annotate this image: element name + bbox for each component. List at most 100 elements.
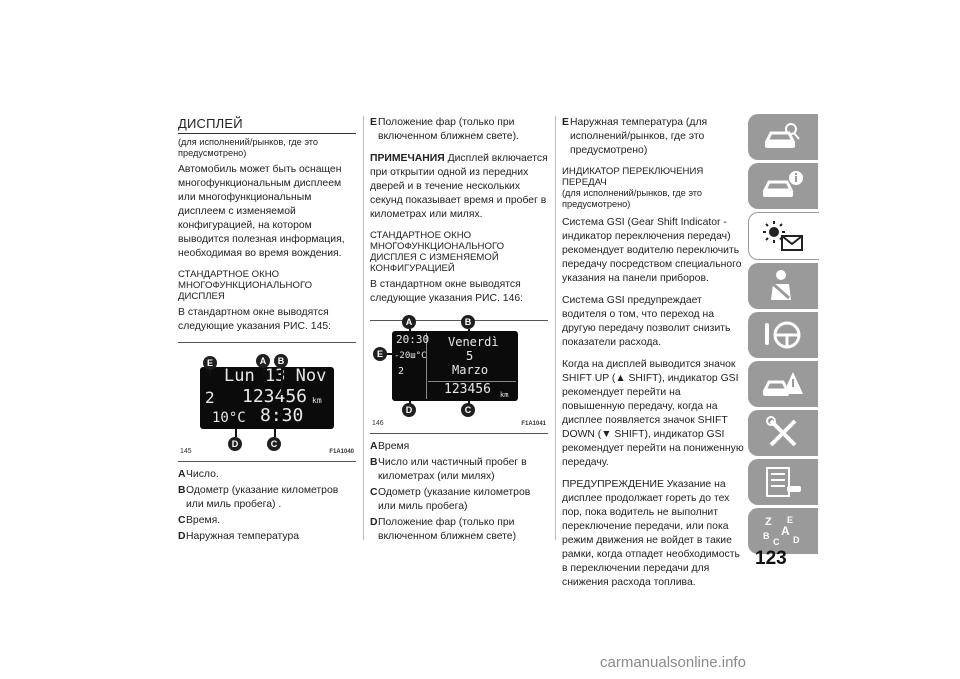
callout-line [274,429,276,437]
car-search-icon [764,123,800,148]
warning-label: ПРЕДУПРЕЖДЕНИЕ [562,479,664,490]
callout-c: C [461,403,475,417]
figure-146: 20:30 -20ш°C 2 Venerdì 5 Marzo 123456 km… [370,315,548,434]
tab-driving[interactable] [748,312,818,358]
lcd-gear: 2 [205,388,215,407]
lcd-month: Marzo [452,363,489,377]
figure-145: Lun 13 Nov 2 123456 km 10°C 8:30 E A B D… [178,342,356,462]
lcd-temperature: 10°C [212,410,246,426]
lcd-time: 8:30 [260,405,304,426]
figure-code: F1A1041 [521,421,546,427]
callout-line [409,329,411,339]
tab-emergency[interactable] [748,361,818,407]
tab-maintenance[interactable] [748,410,818,456]
section-heading-display: ДИСПЛЕЙ [178,116,356,134]
callout-line [263,365,265,375]
intro-paragraph: Автомобиль может быть оснащен многофункц… [178,164,345,259]
wrench-screwdriver-icon [766,416,797,447]
callout-line [209,367,211,377]
tab-safety[interactable] [748,263,818,309]
lcd-separator [428,381,516,382]
gsi-subtitle: (для исполнений/рынков, где это предусмо… [562,188,703,209]
steering-wheel-icon [765,321,801,349]
callout-b: B [274,354,288,368]
callout-a: A [256,354,270,368]
shift-up-icon: ▲ [615,373,626,384]
lcd-date-line: Lun 13 Nov [224,366,327,386]
note-paragraph: ПРИМЕЧАНИЯ Дисплей включается при открыт… [370,152,548,222]
figure-code: F1A1040 [329,449,354,455]
warning-paragraph: ПРЕДУПРЕЖДЕНИЕ Указание на дисплее продо… [562,478,744,590]
svg-text:B: B [763,531,770,541]
svg-text:E: E [787,515,793,525]
svg-text:Z: Z [765,516,772,528]
lcd-display: 20:30 -20ш°C 2 Venerdì 5 Marzo 123456 km [392,331,518,401]
svg-text:D: D [793,535,800,545]
lcd-time: 20:30 [396,333,430,346]
callout-line [281,365,283,395]
gsi-heading: ИНДИКАТОР ПЕРЕКЛЮЧЕНИЯ ПЕРЕДАЧ [562,166,704,188]
tab-car-info[interactable] [748,163,818,209]
checklist-car-icon [766,467,801,497]
callout-b: B [461,315,475,329]
lcd-unit: km [500,391,509,399]
page-number: 123 [755,548,787,569]
callout-line [386,353,394,355]
car-warning-icon [762,372,803,396]
section-subtitle: (для исполнений/рынков, где это предусмо… [178,137,319,158]
callout-e: E [203,356,217,370]
callout-line [468,329,470,339]
callout-a: A [402,315,416,329]
tab-technical-data[interactable] [748,459,818,505]
callout-line [235,429,237,437]
tab-index[interactable]: Z E A B C D [748,508,818,554]
lcd-temperature: -20ш°C [394,351,427,361]
watermark: carmanualsonline.info [600,654,746,671]
lcd-unit: km [312,396,322,405]
lcd-odometer: 123456 [444,382,491,397]
callout-d: D [402,403,416,417]
configurable-window-text: В стандартном окне выводятся следующие у… [370,279,524,304]
lcd-left-panel [394,333,427,399]
light-envelope-icon [763,221,803,251]
figure-number: 145 [180,448,192,455]
callout-e: E [373,347,387,361]
alphabet-index-icon: Z E A B C D [763,515,800,547]
lcd-odometer: 123456 [242,386,308,407]
tab-lights-display[interactable] [748,212,819,260]
section-tab-strip: Z E A B C D [748,114,819,557]
standard-window-heading: СТАНДАРТНОЕ ОКНО МНОГОФУНКЦИОНАЛЬНОГО ДИ… [178,269,313,302]
svg-text:C: C [773,537,780,547]
warning-text: Указание на дисплее продолжает гореть до… [562,479,740,588]
gsi-paragraph-2: Система GSI предупреждает водителя о том… [562,295,731,348]
shift-down-icon: ▼ [601,429,612,440]
column-divider [555,116,556,540]
column-1: ДИСПЛЕЙ (для исполнений/рынков, где это … [178,116,356,546]
lcd-date: 5 [466,349,474,363]
svg-text:A: A [781,524,790,538]
figure-number: 146 [372,420,384,427]
note-label: ПРИМЕЧАНИЯ [370,153,445,164]
gsi-paragraph-1: Система GSI (Gear Shift Indicator - инди… [562,217,742,284]
configurable-window-heading: СТАНДАРТНОЕ ОКНО МНОГОФУНКЦИОНАЛЬНОГО ДИ… [370,230,505,274]
tab-car-search[interactable] [748,114,818,160]
callout-c: C [267,437,281,451]
lcd-day: Venerdì [448,335,499,349]
lcd-gear: 2 [398,366,405,377]
note-text: Дисплей включается при открытии одной из… [370,153,548,220]
